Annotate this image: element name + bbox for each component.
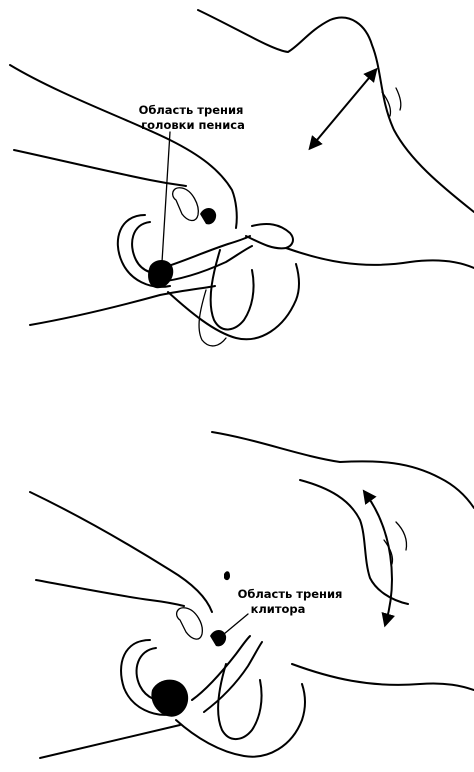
bottom-contact-area-shadow — [151, 680, 188, 717]
top-label-line-2: головки пениса — [141, 118, 245, 132]
bottom-arm-contour — [36, 580, 184, 606]
top-orifice — [173, 188, 199, 221]
bottom-lower-body-outline — [40, 725, 180, 758]
top-back-contour — [10, 65, 237, 228]
bottom-figure: Область трения клитора — [30, 432, 474, 758]
top-label-leader — [162, 132, 170, 262]
bottom-label: Область трения клитора — [238, 587, 347, 616]
top-motion-arrow — [312, 72, 374, 146]
bottom-penis-under — [204, 642, 262, 712]
bottom-small-mark — [224, 571, 230, 580]
bottom-back-contour — [30, 492, 212, 612]
top-penis-shaft — [162, 236, 250, 268]
bottom-upper-body-outline — [212, 432, 474, 508]
bottom-label-leader — [224, 614, 248, 634]
top-label-line-1: Область трения — [139, 103, 244, 117]
top-buttock-curve — [211, 250, 254, 329]
top-figure: Область трения головки пениса — [10, 10, 474, 346]
bottom-leg-contour — [292, 664, 474, 690]
top-lower-body-outline — [30, 286, 215, 325]
bottom-underside-curve — [176, 684, 305, 757]
top-thigh-contour — [246, 224, 293, 248]
bottom-motion-arrow — [366, 494, 392, 622]
bottom-clitoral-mark — [210, 630, 226, 646]
bottom-buttock-curve — [218, 664, 261, 739]
top-leg-contour — [286, 248, 474, 268]
bottom-label-line-1: Область трения — [238, 587, 343, 601]
top-label: Область трения головки пениса — [139, 103, 248, 132]
bottom-orifice — [177, 608, 203, 639]
top-contact-area-shadow — [148, 260, 173, 288]
bottom-label-line-2: клитора — [251, 602, 306, 616]
top-clitoral-mark — [200, 208, 216, 224]
top-arm-contour — [14, 150, 186, 186]
